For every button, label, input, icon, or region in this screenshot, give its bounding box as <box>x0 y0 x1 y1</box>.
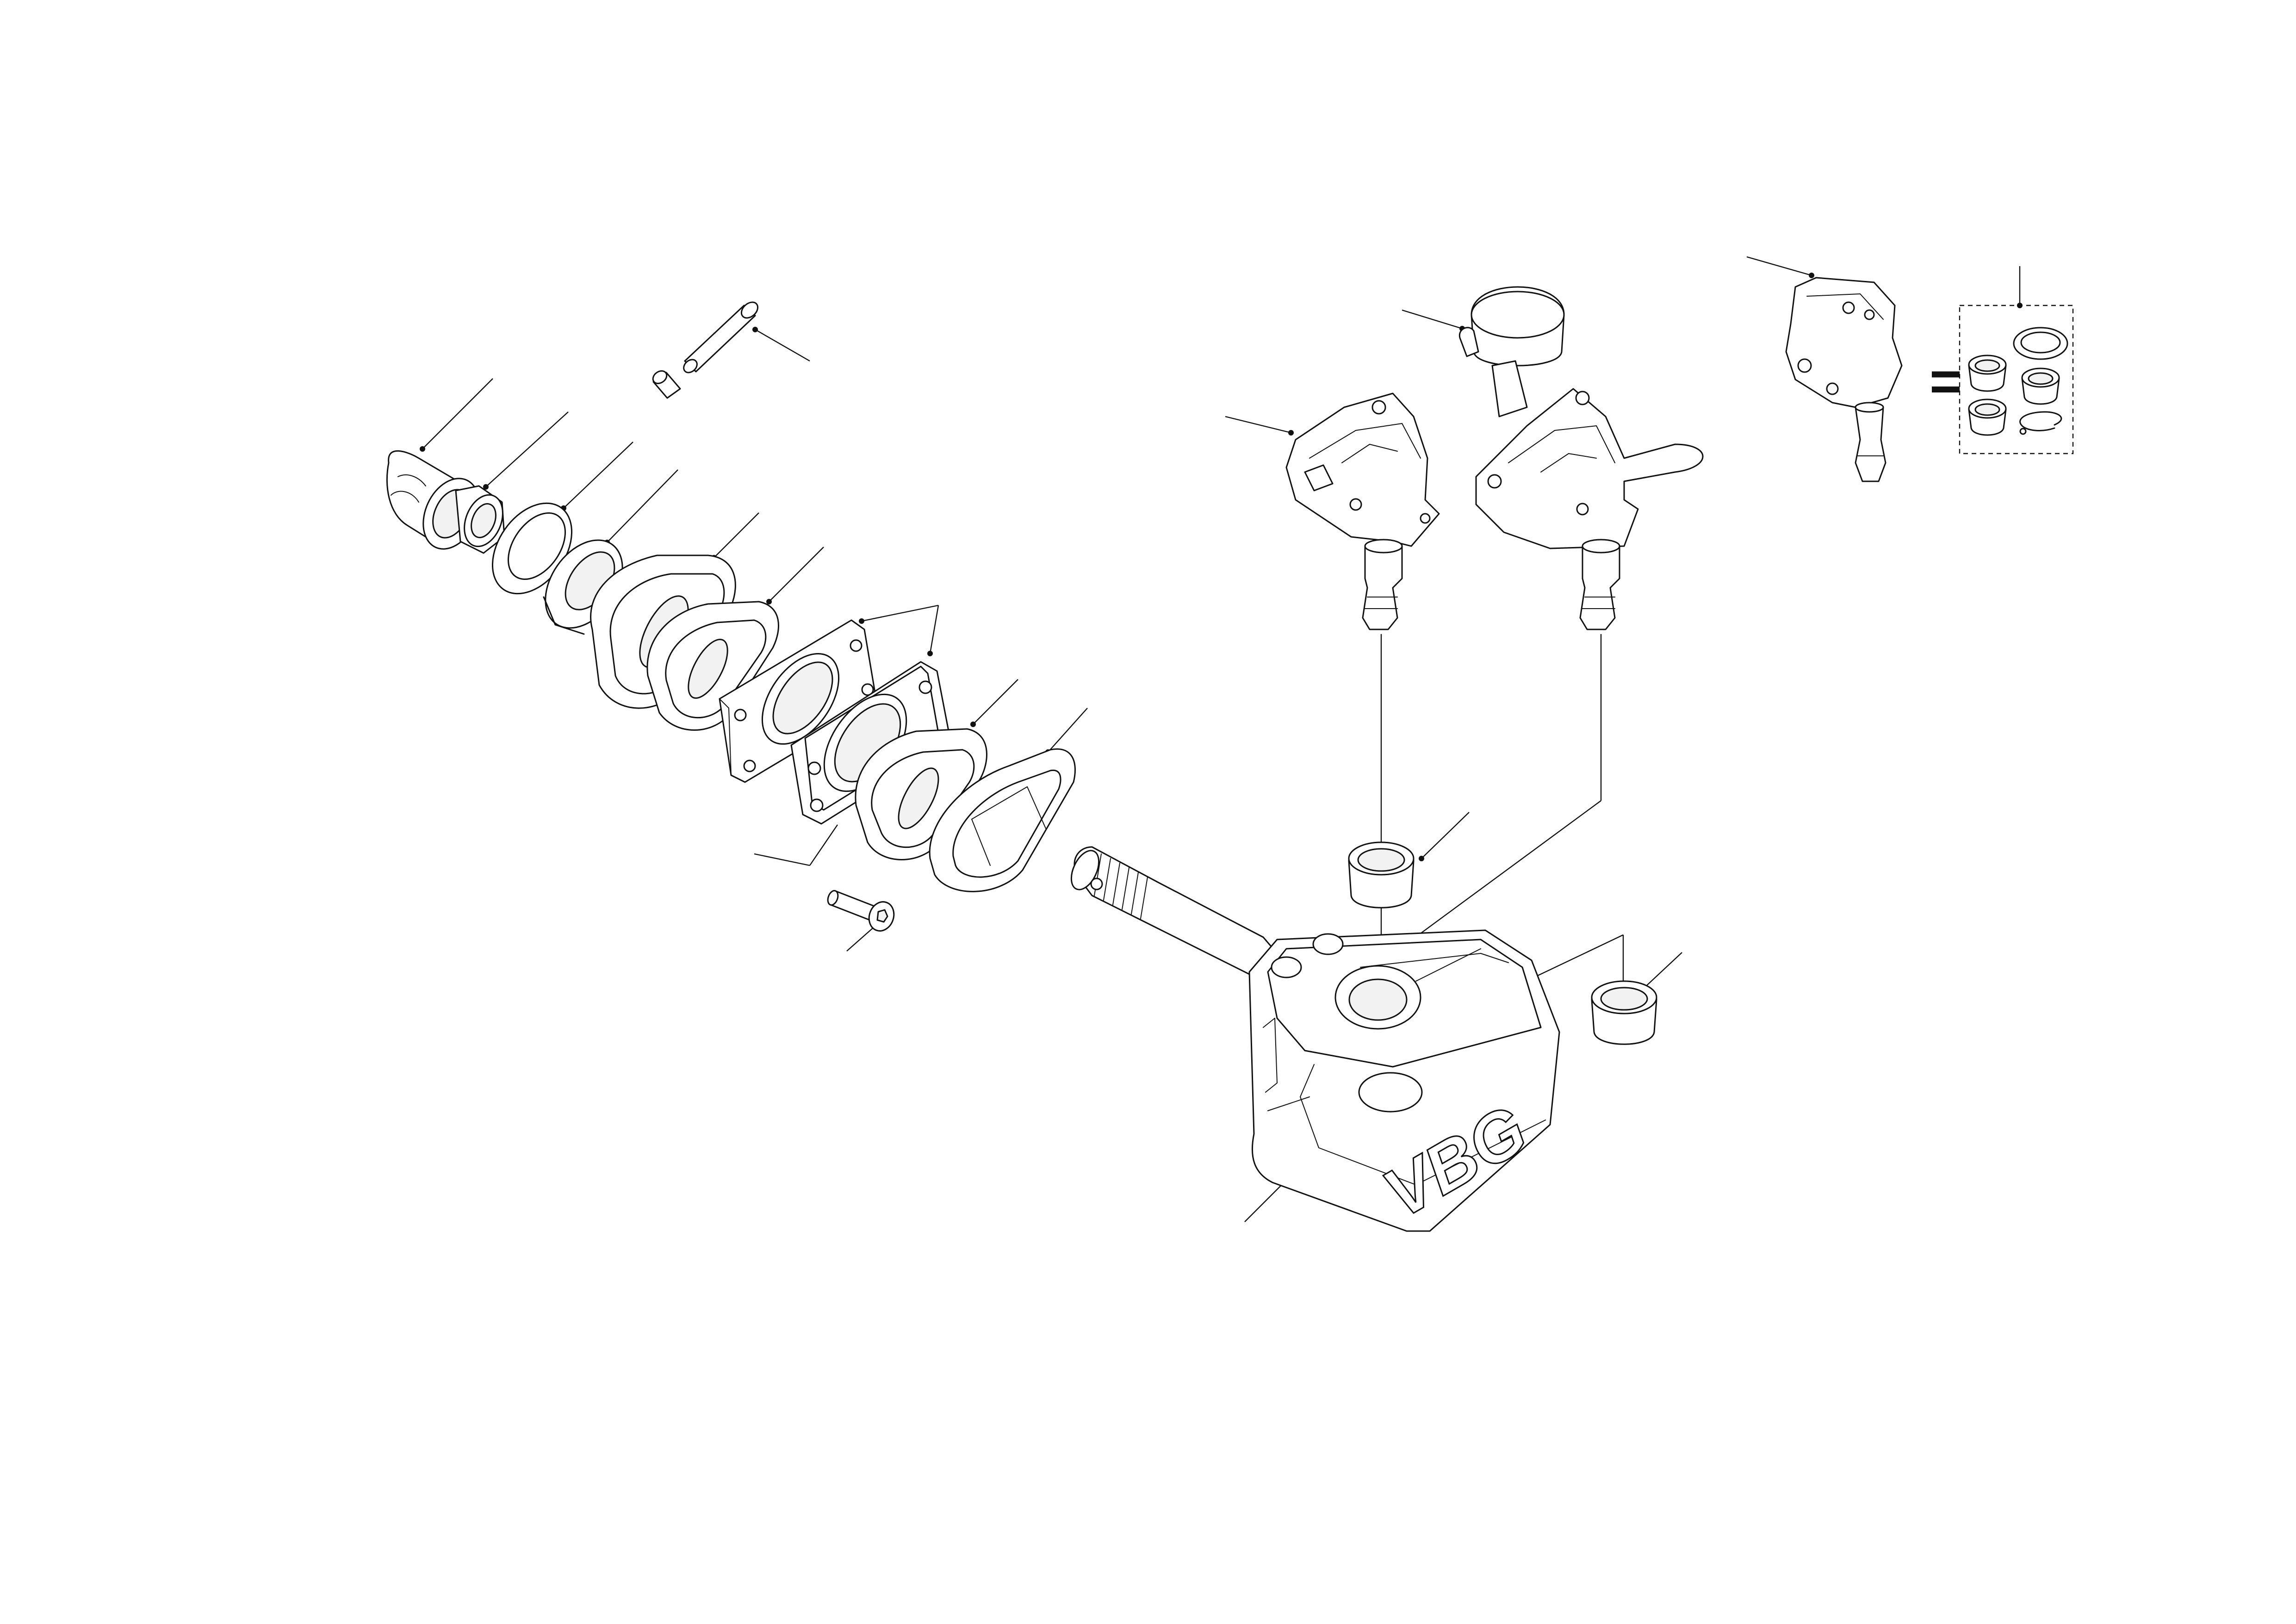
valve-stem-b <box>1579 539 1620 630</box>
bushing-upper <box>1348 841 1415 908</box>
hex-nut <box>455 485 505 554</box>
split-pin <box>683 301 759 373</box>
seal-kit <box>1959 305 2074 454</box>
seal-kit-box <box>1959 305 2074 454</box>
seal-bushing-left-top <box>1968 355 2007 392</box>
mounting-flange-plate <box>719 619 878 783</box>
seal-ring-large <box>2013 327 2068 360</box>
service-kit-stem <box>1855 402 1886 482</box>
pin-sleeve <box>652 370 681 399</box>
seal-bushing-right <box>2021 367 2060 405</box>
rubber-spring-rear <box>855 728 987 860</box>
threaded-drawbar-shaft <box>1070 846 1292 977</box>
socket-cap-screw <box>827 890 895 932</box>
valve-stem-a <box>1362 539 1403 630</box>
equals-sign: = <box>1930 350 1962 412</box>
circlip <box>2019 411 2062 435</box>
rubber-spring-sleeve <box>929 748 1076 892</box>
coupling-head-housing: VBG <box>1248 929 1560 1233</box>
coupling-valve-unit-a <box>1285 392 1440 630</box>
service-kit-unit <box>1785 277 1903 482</box>
seal-bushing-left-bottom <box>1968 398 2007 436</box>
leader-lines <box>420 256 2023 1222</box>
coupling-valve-unit-b-with-dome <box>1458 286 1704 630</box>
shaft-threads <box>1094 853 1148 919</box>
rubber-spring-inner <box>646 601 779 731</box>
flat-washer <box>491 502 573 595</box>
bushing-side <box>1591 980 1657 1045</box>
